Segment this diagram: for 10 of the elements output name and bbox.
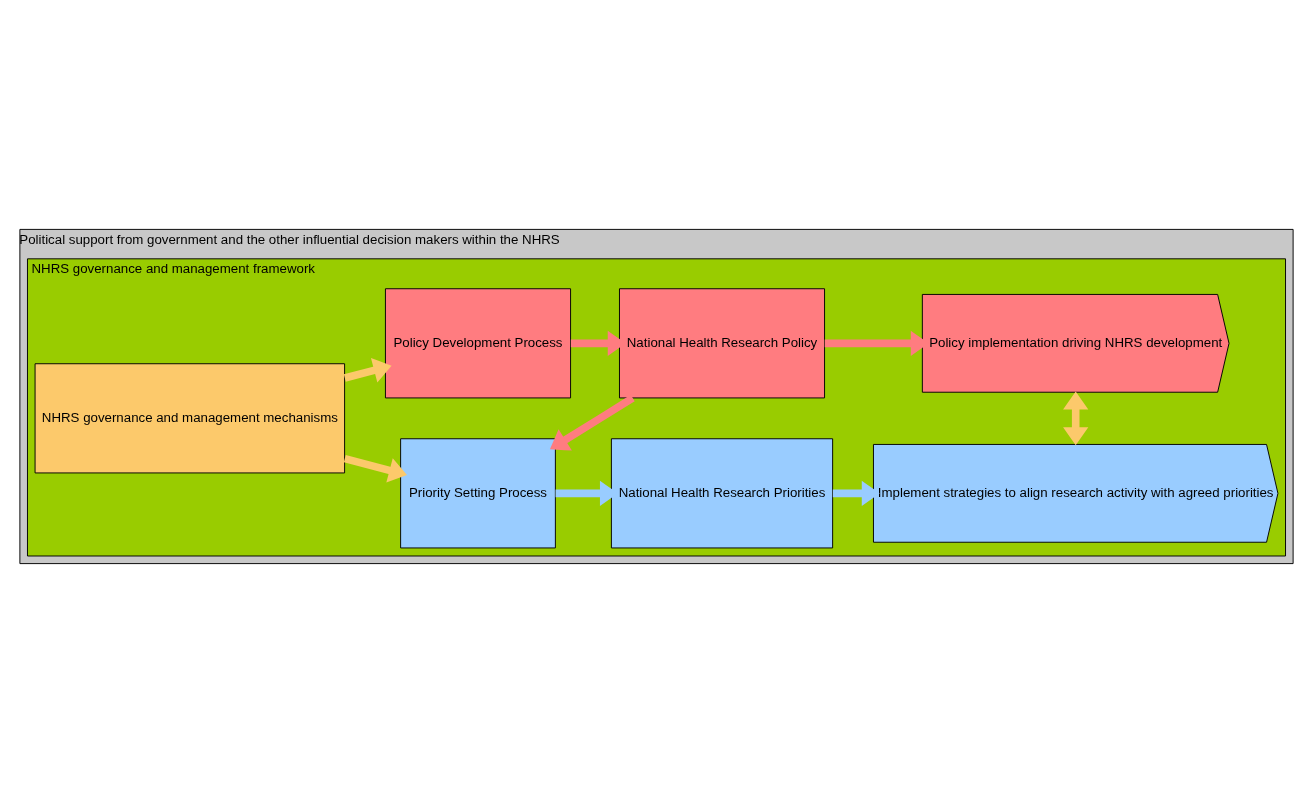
arrow (1063, 391, 1089, 446)
node-box: NHRS governance and management mechanisms (34, 363, 346, 474)
arrow (549, 394, 635, 451)
node-box: National Health Research Policy (619, 288, 826, 399)
node-box: Policy Development Process (384, 288, 572, 399)
arrow (343, 455, 407, 483)
node-box: National Health Research Priorities (610, 438, 834, 549)
node-box: Priority Setting Process (400, 438, 556, 549)
arrow (832, 480, 880, 506)
arrow (343, 358, 392, 383)
